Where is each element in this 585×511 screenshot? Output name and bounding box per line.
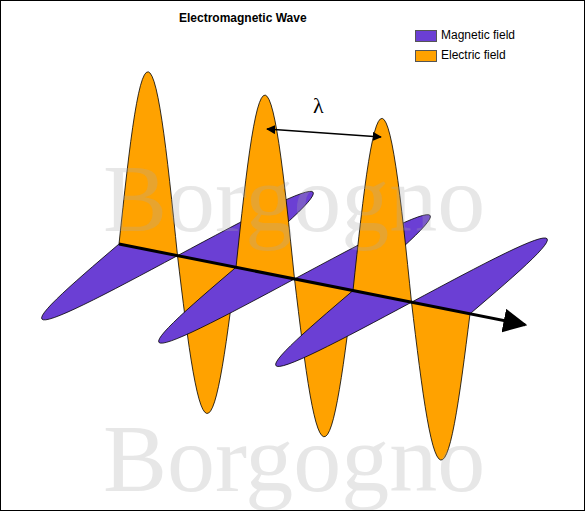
- legend-swatch: [415, 50, 437, 62]
- magnetic-lobe: [276, 291, 412, 367]
- watermark: Borgogno: [103, 151, 485, 247]
- legend-text: Magnetic field: [441, 28, 515, 42]
- watermark: Borgogno: [103, 411, 485, 507]
- propagation-axis: [119, 244, 525, 325]
- legend-swatch: [415, 30, 437, 42]
- wavelength-dimension: [267, 129, 381, 137]
- magnetic-lobe: [159, 267, 295, 343]
- wavelength-label: λ: [313, 93, 324, 119]
- magnetic-lobe: [42, 244, 178, 320]
- legend-text: Electric field: [441, 48, 506, 62]
- magnetic-lobe: [412, 238, 548, 314]
- diagram-title: Electromagnetic Wave: [179, 11, 307, 25]
